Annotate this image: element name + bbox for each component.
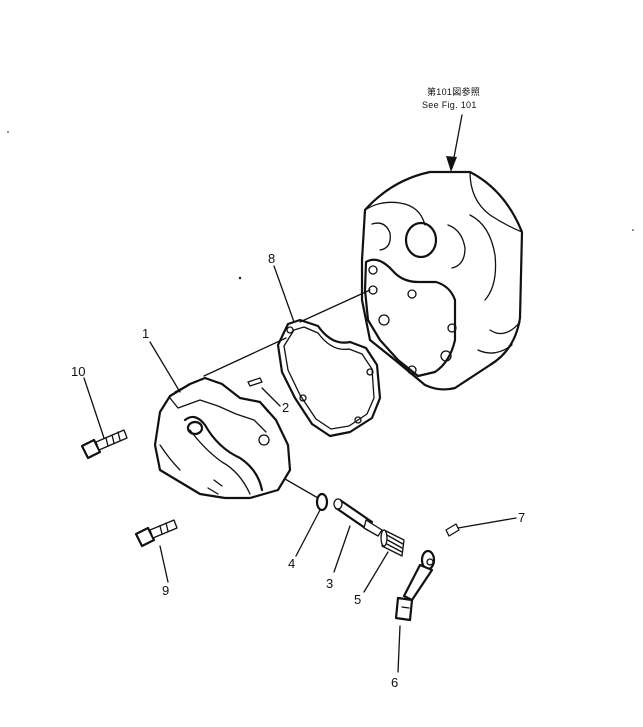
reference-arrow xyxy=(446,114,463,172)
callout-4: 4 xyxy=(288,556,295,571)
callout-1: 1 xyxy=(142,326,149,341)
reference-note: 第101図参照 See Fig. 101 xyxy=(422,86,480,110)
spring xyxy=(380,529,405,557)
callout-8: 8 xyxy=(268,251,275,266)
dowel-pin xyxy=(247,377,263,387)
callout-6: 6 xyxy=(391,675,398,690)
flywheel-housing xyxy=(360,170,524,391)
bolt-lower xyxy=(134,519,178,548)
callout-3: 3 xyxy=(326,576,333,591)
scan-specks xyxy=(7,131,634,280)
reference-note-jp: 第101図参照 xyxy=(427,86,480,97)
gasket xyxy=(276,318,382,438)
bolt-upper xyxy=(80,429,128,460)
cover xyxy=(153,376,292,500)
callout-10: 10 xyxy=(71,364,85,379)
callout-labels: 1 2 3 4 5 6 7 8 9 10 xyxy=(71,251,525,690)
leader-lines xyxy=(83,265,517,673)
callout-9: 9 xyxy=(162,583,169,598)
reference-note-en: See Fig. 101 xyxy=(422,100,477,110)
o-ring xyxy=(315,492,329,512)
shaft xyxy=(333,498,383,537)
lever xyxy=(394,549,436,622)
callout-2: 2 xyxy=(282,400,289,415)
callout-7: 7 xyxy=(518,510,525,525)
pin xyxy=(445,523,460,537)
callout-5: 5 xyxy=(354,592,361,607)
